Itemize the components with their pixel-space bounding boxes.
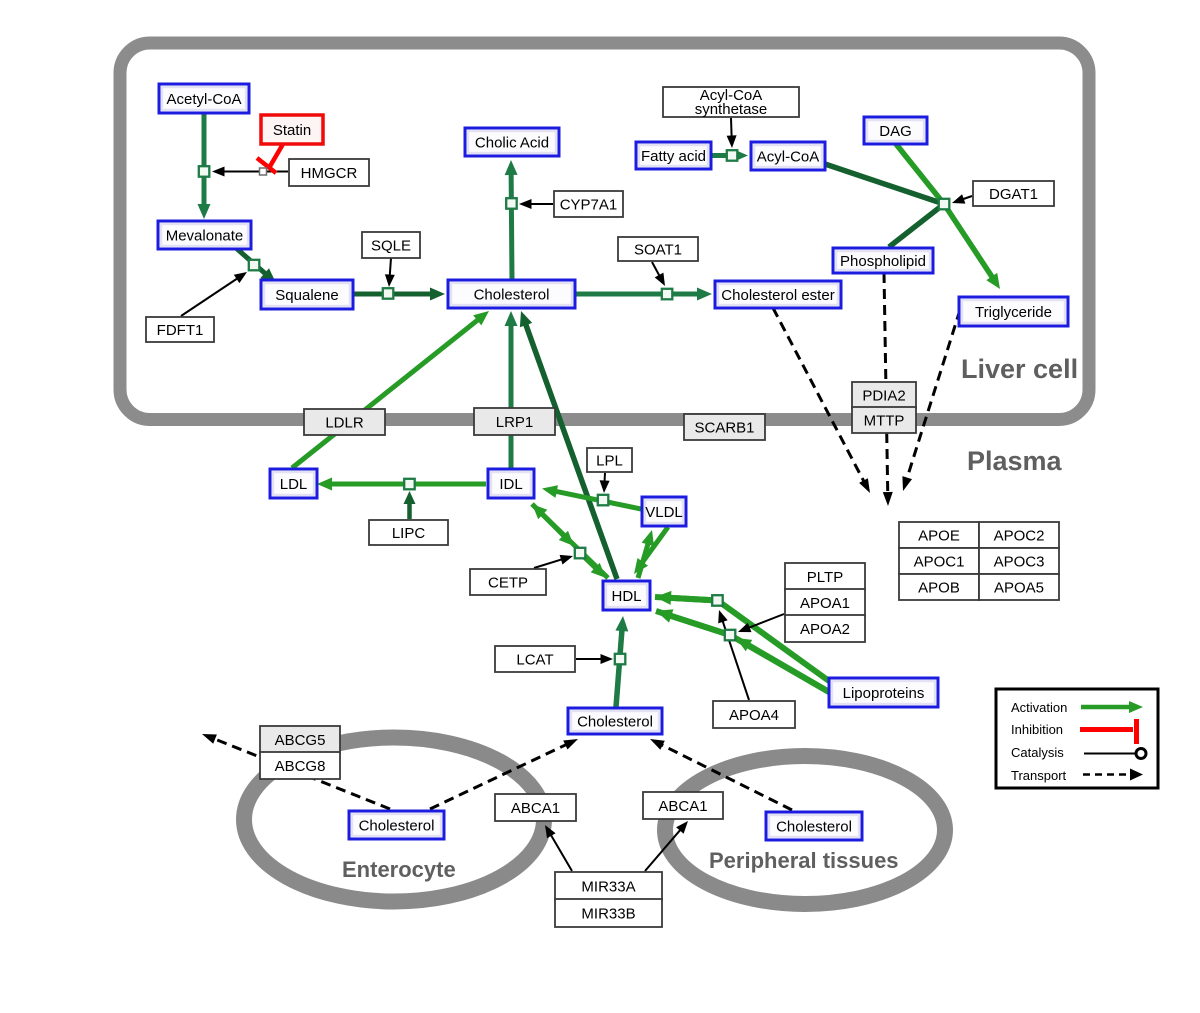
svg-text:APOC1: APOC1 bbox=[914, 554, 965, 571]
svg-text:LRP1: LRP1 bbox=[496, 414, 534, 431]
svg-text:Cholesterol ester: Cholesterol ester bbox=[721, 287, 834, 304]
svg-text:Cholesterol: Cholesterol bbox=[577, 714, 653, 731]
svg-text:APOC2: APOC2 bbox=[994, 528, 1045, 545]
svg-text:MTTP: MTTP bbox=[864, 413, 905, 430]
svg-text:VLDL: VLDL bbox=[645, 504, 683, 521]
svg-text:Cholesterol: Cholesterol bbox=[359, 818, 435, 835]
svg-text:Cholic Acid: Cholic Acid bbox=[475, 135, 549, 152]
svg-text:SQLE: SQLE bbox=[371, 238, 411, 255]
svg-text:Inhibition: Inhibition bbox=[1011, 722, 1063, 737]
svg-text:LDL: LDL bbox=[280, 476, 308, 493]
svg-text:SOAT1: SOAT1 bbox=[634, 242, 682, 259]
svg-text:ABCA1: ABCA1 bbox=[658, 798, 707, 815]
svg-text:ABCG8: ABCG8 bbox=[275, 758, 326, 775]
svg-text:APOB: APOB bbox=[918, 580, 960, 597]
svg-text:APOA5: APOA5 bbox=[994, 580, 1044, 597]
svg-text:APOA1: APOA1 bbox=[800, 595, 850, 612]
svg-text:ABCA1: ABCA1 bbox=[511, 800, 560, 817]
svg-text:Liver cell: Liver cell bbox=[961, 354, 1078, 384]
svg-text:DGAT1: DGAT1 bbox=[989, 186, 1038, 203]
svg-text:APOC3: APOC3 bbox=[994, 554, 1045, 571]
svg-text:FDFT1: FDFT1 bbox=[157, 322, 204, 339]
svg-text:Transport: Transport bbox=[1011, 768, 1067, 783]
svg-text:APOE: APOE bbox=[918, 528, 960, 545]
svg-text:HDL: HDL bbox=[611, 588, 641, 605]
svg-text:ABCG5: ABCG5 bbox=[275, 732, 326, 749]
svg-text:PLTP: PLTP bbox=[807, 569, 843, 586]
svg-text:APOA4: APOA4 bbox=[729, 707, 779, 724]
svg-text:CYP7A1: CYP7A1 bbox=[560, 197, 618, 214]
svg-text:Triglyceride: Triglyceride bbox=[975, 304, 1052, 321]
svg-text:IDL: IDL bbox=[499, 476, 522, 493]
svg-text:LDLR: LDLR bbox=[325, 415, 364, 432]
svg-text:MIR33B: MIR33B bbox=[581, 906, 635, 923]
svg-text:Phospholipid: Phospholipid bbox=[840, 253, 926, 270]
svg-text:Acyl-CoA: Acyl-CoA bbox=[757, 149, 820, 166]
svg-text:CETP: CETP bbox=[488, 575, 528, 592]
svg-text:Mevalonate: Mevalonate bbox=[166, 228, 244, 245]
svg-text:Cholesterol: Cholesterol bbox=[776, 819, 852, 836]
svg-text:DAG: DAG bbox=[879, 123, 912, 140]
svg-text:Peripheral tissues: Peripheral tissues bbox=[709, 848, 899, 873]
svg-text:SCARB1: SCARB1 bbox=[694, 420, 754, 437]
svg-text:Enterocyte: Enterocyte bbox=[342, 857, 456, 882]
svg-text:Statin: Statin bbox=[273, 122, 311, 139]
svg-text:Acetyl-CoA: Acetyl-CoA bbox=[166, 91, 241, 108]
svg-text:Acyl-CoA: Acyl-CoA bbox=[700, 87, 763, 104]
svg-text:LIPC: LIPC bbox=[392, 525, 426, 542]
svg-text:Activation: Activation bbox=[1011, 700, 1067, 715]
svg-text:APOA2: APOA2 bbox=[800, 621, 850, 638]
svg-text:synthetase: synthetase bbox=[695, 101, 768, 118]
svg-text:PDIA2: PDIA2 bbox=[862, 388, 905, 405]
svg-text:Plasma: Plasma bbox=[967, 446, 1063, 476]
svg-text:Catalysis: Catalysis bbox=[1011, 745, 1064, 760]
svg-text:MIR33A: MIR33A bbox=[581, 879, 635, 896]
svg-text:Squalene: Squalene bbox=[275, 287, 338, 304]
svg-text:HMGCR: HMGCR bbox=[301, 165, 358, 182]
svg-text:Lipoproteins: Lipoproteins bbox=[843, 685, 925, 702]
svg-text:LPL: LPL bbox=[596, 453, 623, 470]
svg-text:LCAT: LCAT bbox=[516, 652, 553, 669]
svg-text:Cholesterol: Cholesterol bbox=[474, 287, 550, 304]
svg-text:Fatty acid: Fatty acid bbox=[641, 148, 706, 165]
